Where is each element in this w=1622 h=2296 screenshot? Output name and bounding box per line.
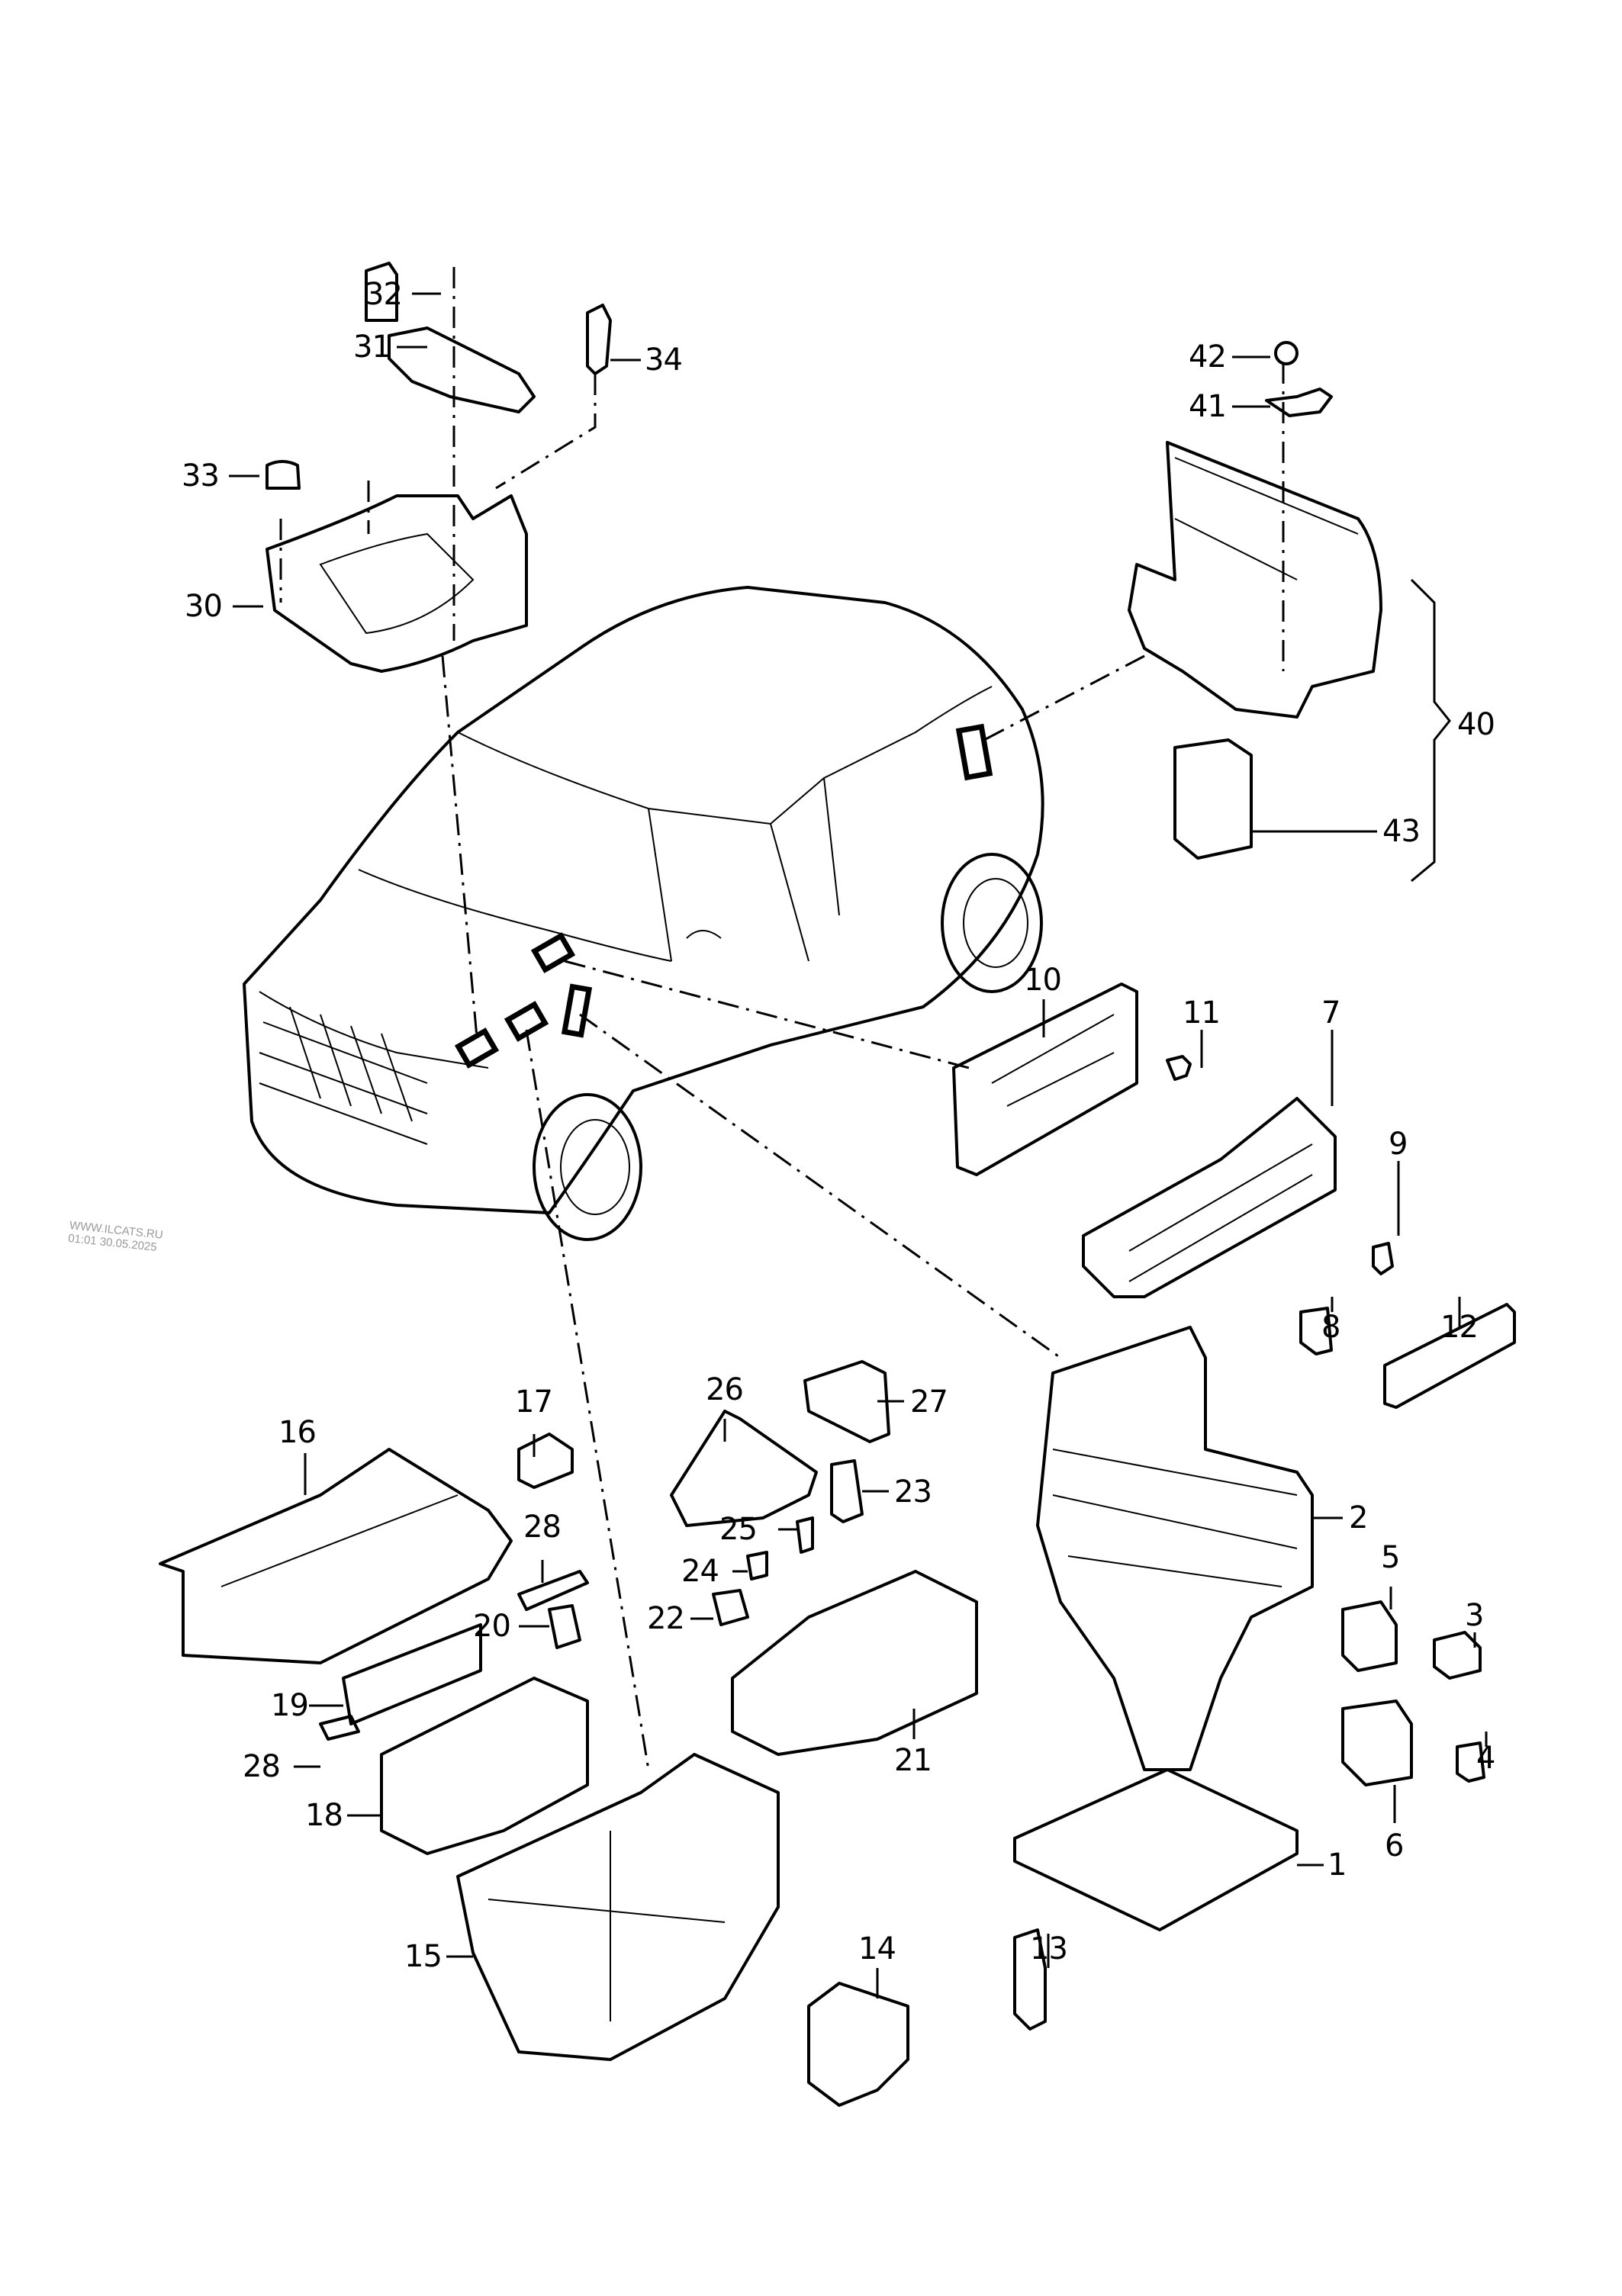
callout-41[interactable]: 41	[1189, 389, 1227, 424]
callout-7[interactable]: 7	[1321, 995, 1340, 1031]
callout-9[interactable]: 9	[1389, 1127, 1408, 1162]
callout-10[interactable]: 10	[1024, 963, 1062, 998]
callout-22[interactable]: 22	[647, 1601, 685, 1636]
leader-lines	[229, 292, 1488, 1999]
callout-8[interactable]: 8	[1321, 1310, 1340, 1345]
callout-6[interactable]: 6	[1385, 1828, 1404, 1863]
callout-16[interactable]: 16	[278, 1415, 317, 1450]
car-illustration	[243, 586, 1044, 1241]
part-group-30-34	[266, 262, 612, 673]
callout-12[interactable]: 12	[1440, 1310, 1479, 1345]
part-group-7-12	[952, 982, 1516, 1409]
callout-43[interactable]: 43	[1382, 814, 1421, 849]
callout-19[interactable]: 19	[271, 1688, 309, 1723]
callout-33[interactable]: 33	[182, 458, 220, 494]
callout-18[interactable]: 18	[305, 1798, 343, 1833]
location-markers	[454, 723, 993, 1069]
callout-28-lower[interactable]: 28	[243, 1749, 281, 1784]
assembly-lines	[279, 267, 1285, 1770]
callout-25[interactable]: 25	[719, 1512, 758, 1547]
callout-30[interactable]: 30	[185, 589, 223, 624]
part-group-13-14	[807, 1928, 1047, 2107]
callout-17[interactable]: 17	[515, 1384, 553, 1420]
callout-3[interactable]: 3	[1465, 1598, 1484, 1633]
callout-11[interactable]: 11	[1183, 995, 1221, 1031]
callout-28-upper[interactable]: 28	[523, 1510, 562, 1545]
part-group-1-6	[1013, 1326, 1485, 1931]
part-group-15-20	[159, 1433, 780, 2061]
callout-4[interactable]: 4	[1476, 1741, 1495, 1776]
callout-2[interactable]: 2	[1349, 1500, 1368, 1535]
callout-1[interactable]: 1	[1328, 1847, 1347, 1883]
callout-13[interactable]: 13	[1030, 1931, 1068, 1966]
callout-42[interactable]: 42	[1189, 339, 1227, 375]
callout-5[interactable]: 5	[1381, 1540, 1400, 1575]
callout-24[interactable]: 24	[681, 1554, 719, 1589]
callout-14[interactable]: 14	[858, 1931, 896, 1966]
callout-15[interactable]: 15	[404, 1939, 443, 1974]
part-group-21-27	[670, 1360, 978, 1756]
callout-26[interactable]: 26	[706, 1372, 744, 1407]
callout-20[interactable]: 20	[473, 1609, 511, 1644]
callout-40[interactable]: 40	[1457, 707, 1495, 742]
callout-21[interactable]: 21	[894, 1743, 932, 1778]
callout-27[interactable]: 27	[910, 1384, 948, 1420]
callout-23[interactable]: 23	[894, 1474, 932, 1510]
callout-31[interactable]: 31	[353, 330, 391, 365]
callout-34[interactable]: 34	[645, 342, 683, 378]
callout-32[interactable]: 32	[365, 277, 403, 312]
part-group-40-43	[1128, 341, 1451, 883]
